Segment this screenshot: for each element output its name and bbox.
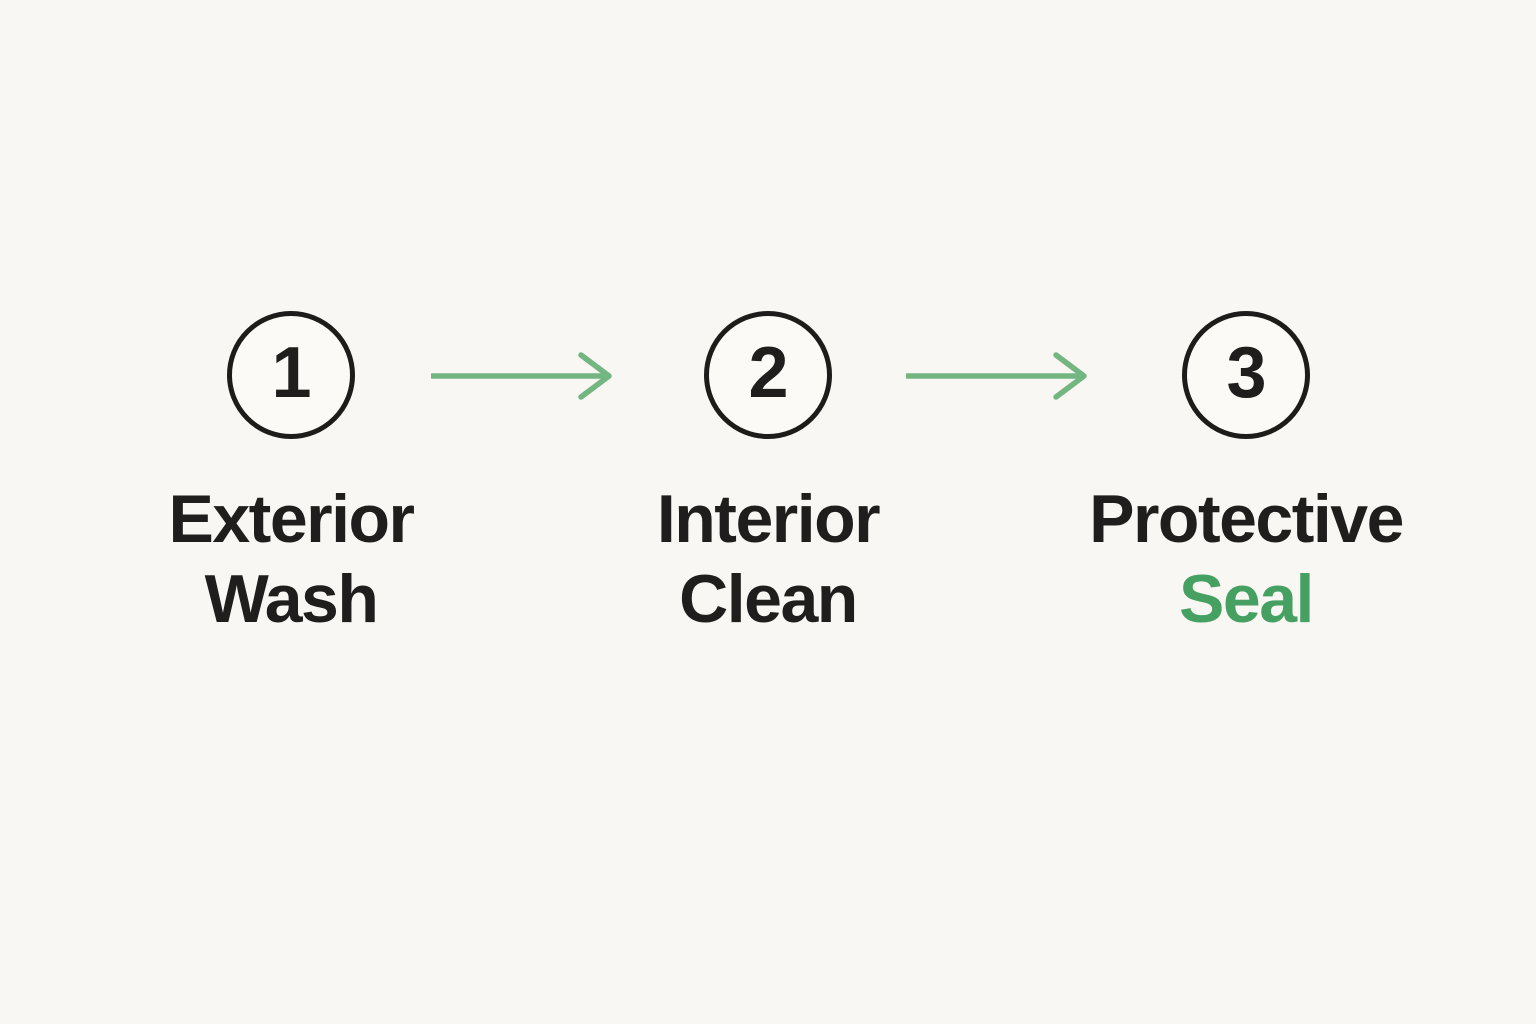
step-1-number: 1 [271, 333, 311, 413]
arrow-right-icon [431, 352, 612, 400]
step-1-label-line1: Exterior [168, 481, 416, 557]
step-2-label-line1: Interior [656, 481, 881, 557]
step-3-label: Protective Seal [1089, 479, 1404, 639]
step-3-label-line1: Protective [1089, 481, 1404, 557]
step-1-number-badge: 1 [227, 311, 355, 439]
arrow-right-icon [906, 352, 1087, 400]
step-2: 2 Interior Clean [548, 311, 988, 639]
step-1-label-line2: Wash [204, 561, 379, 638]
step-3: 3 Protective Seal [1026, 311, 1466, 639]
step-2-number-badge: 2 [704, 311, 832, 439]
step-3-number-badge: 3 [1182, 311, 1310, 439]
step-3-label-line2: Seal [1179, 561, 1314, 638]
step-2-number: 2 [748, 333, 788, 413]
step-1: 1 Exterior Wash [71, 311, 511, 639]
step-3-number: 3 [1226, 333, 1266, 413]
step-2-label: Interior Clean [656, 479, 881, 639]
step-1-label: Exterior Wash [168, 479, 416, 639]
step-2-label-line2: Clean [679, 561, 858, 638]
